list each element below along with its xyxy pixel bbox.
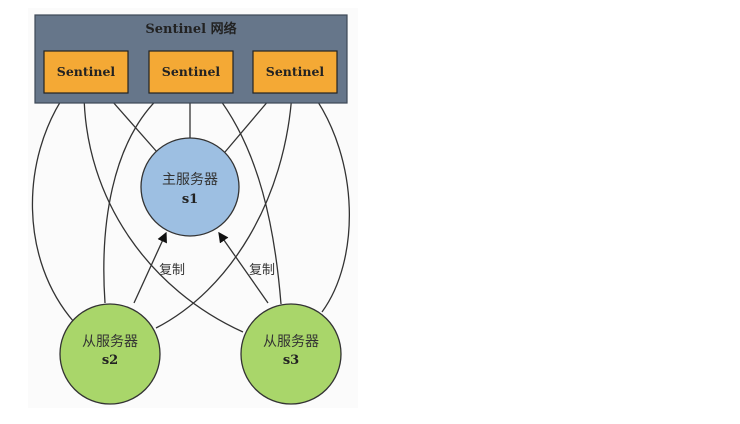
slave-node-s3: 从服务器 s3 — [240, 303, 342, 405]
edges — [31, 92, 350, 333]
sentinel-label: Sentinel — [57, 64, 116, 79]
slave-name: s3 — [283, 353, 299, 368]
master-name: s1 — [182, 192, 198, 207]
sentinel-label: Sentinel — [266, 64, 325, 79]
replication-label-s3: 复制 — [249, 263, 275, 278]
slave-role: 从服务器 — [263, 334, 319, 350]
network-title: Sentinel 网络 — [145, 21, 236, 37]
sentinel-node-2: Sentinel — [148, 50, 234, 94]
sentinel-label: Sentinel — [162, 64, 221, 79]
replication-label-s2: 复制 — [159, 263, 185, 278]
edge-sentinel3-s3 — [311, 92, 350, 313]
edge-sentinel2-s3 — [214, 92, 282, 305]
master-node: 主服务器 s1 — [140, 137, 240, 237]
edge-sentinel2-s2 — [103, 92, 165, 304]
sentinel-node-1: Sentinel — [43, 50, 129, 94]
edge-sentinel3-s2 — [155, 92, 293, 329]
master-role: 主服务器 — [162, 172, 218, 188]
sentinel-node-3: Sentinel — [252, 50, 338, 94]
replication-arrow-s2 — [133, 231, 167, 304]
slave-name: s2 — [102, 353, 118, 368]
slave-role: 从服务器 — [82, 334, 138, 350]
replication-arrow-s3 — [218, 231, 269, 304]
edge-sentinel1-s2 — [31, 92, 75, 323]
slave-node-s2: 从服务器 s2 — [59, 303, 161, 405]
edge-sentinel1-s3 — [83, 92, 244, 333]
